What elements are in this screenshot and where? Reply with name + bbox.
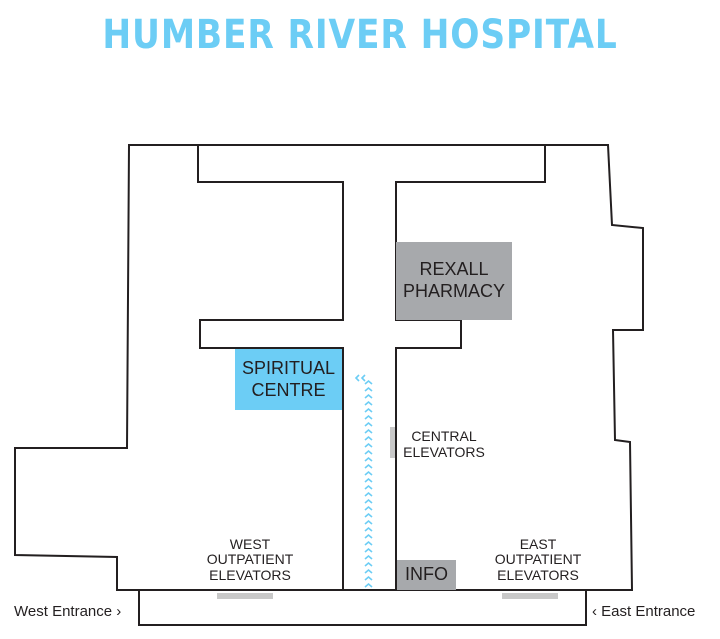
route-chevron-up — [364, 498, 373, 504]
west-line3: ELEVATORS — [209, 566, 291, 583]
route-chevron-up — [364, 470, 373, 476]
building-outline — [14, 144, 644, 591]
central-elevator-marker — [390, 427, 395, 458]
west-line1: WEST — [229, 536, 271, 552]
east-line1: EAST — [519, 536, 557, 552]
west-line2: OUTPATIENT — [206, 551, 294, 568]
pharmacy-line1: REXALL — [419, 259, 489, 280]
spiritual-line1: SPIRITUAL — [241, 357, 336, 378]
route-chevron-up — [364, 393, 373, 399]
route-chevron-up — [364, 456, 373, 462]
route-chevron-up — [364, 484, 373, 490]
route-chevron-up — [364, 491, 373, 497]
central-line1: CENTRAL — [411, 428, 477, 444]
route-chevron-up — [364, 379, 373, 385]
route-chevron-up — [364, 512, 373, 518]
route-chevron-up — [364, 540, 373, 546]
corridor-wall-left — [197, 145, 344, 590]
route-chevron-up — [364, 449, 373, 455]
central-line2: ELEVATORS — [403, 444, 485, 461]
central-elevators: CENTRAL ELEVATORS — [396, 428, 492, 460]
route-chevron-up — [364, 421, 373, 427]
entrance-corridor — [138, 589, 587, 626]
corridor-wall-right — [395, 145, 546, 590]
east-line2: OUTPATIENT — [494, 551, 582, 568]
route-chevron-up — [364, 477, 373, 483]
route-arrows — [354, 374, 373, 588]
route-chevron-left — [354, 374, 360, 382]
route-chevron-up — [364, 533, 373, 539]
route-chevron-up — [364, 442, 373, 448]
route-chevron-up — [364, 505, 373, 511]
info-desk[interactable]: INFO — [397, 560, 456, 590]
info-label: INFO — [405, 564, 448, 585]
west-outpatient-elevators: WEST OUTPATIENT ELEVATORS — [195, 536, 305, 583]
route-chevron-up — [364, 554, 373, 560]
route-chevron-up — [364, 386, 373, 392]
west-elevator-marker — [217, 593, 273, 599]
route-chevron-up — [364, 547, 373, 553]
pharmacy-line2: PHARMACY — [402, 281, 505, 301]
page-title: HUMBER RIVER HOSPITAL — [102, 12, 618, 58]
east-elevator-marker — [502, 593, 558, 599]
route-chevron-up — [364, 414, 373, 420]
west-entrance[interactable]: West Entrance › — [14, 603, 122, 620]
route-chevron-up — [364, 575, 373, 581]
route-chevron-up — [364, 568, 373, 574]
route-chevron-up — [364, 463, 373, 469]
route-chevron-up — [364, 400, 373, 406]
route-chevron-up — [364, 561, 373, 567]
route-chevron-up — [364, 526, 373, 532]
route-chevron-up — [364, 435, 373, 441]
east-line3: ELEVATORS — [497, 566, 579, 583]
route-chevron-up — [364, 407, 373, 413]
east-entrance[interactable]: ‹ East Entrance — [592, 603, 696, 620]
route-chevron-up — [364, 582, 373, 588]
route-chevron-up — [364, 428, 373, 434]
spiritual-line2: CENTRE — [251, 379, 326, 400]
route-chevron-left — [360, 374, 366, 382]
route-chevron-up — [364, 519, 373, 525]
east-outpatient-elevators: EAST OUTPATIENT ELEVATORS — [483, 536, 593, 583]
